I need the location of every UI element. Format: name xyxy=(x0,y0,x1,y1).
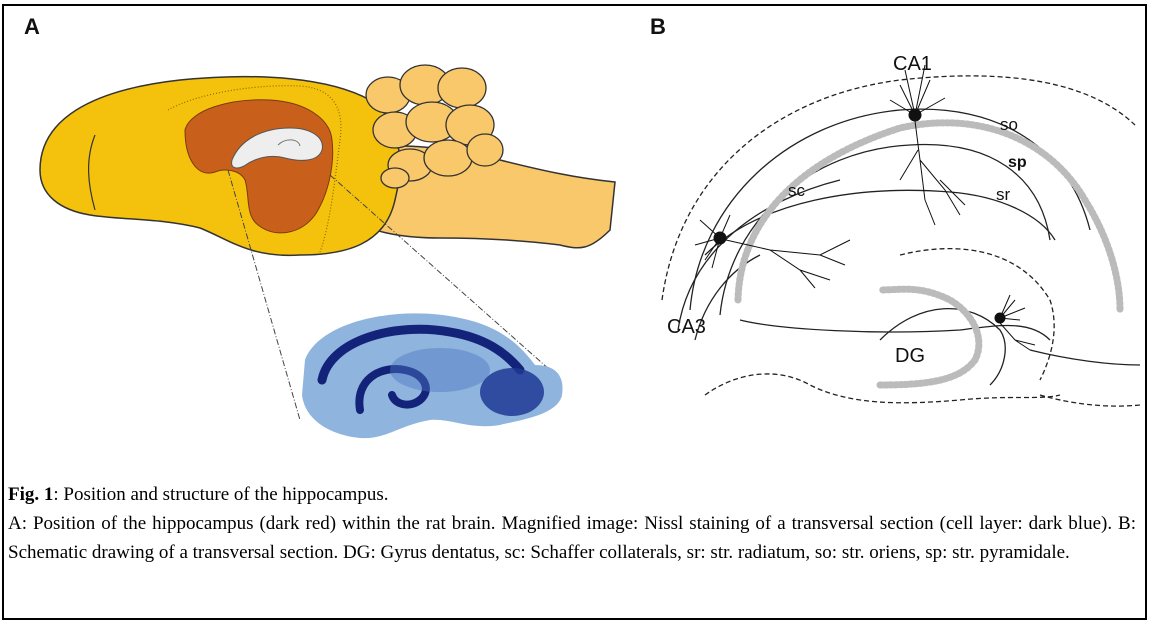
caption-fig-label: Fig. 1 xyxy=(8,484,53,505)
neuron-dg xyxy=(995,295,1035,350)
nissl-dark-region xyxy=(480,368,544,416)
caption-title: : Position and structure of the hippocam… xyxy=(53,484,388,505)
label-ca1: CA1 xyxy=(893,53,932,75)
pyramidal-layer-band xyxy=(738,123,1120,310)
label-sp: sp xyxy=(1008,154,1027,171)
label-sr: sr xyxy=(996,185,1011,204)
label-dg: DG xyxy=(895,345,925,367)
figure-caption: Fig. 1: Position and structure of the hi… xyxy=(8,480,1136,567)
perforant-path xyxy=(1030,350,1140,365)
bottom-right-dashed xyxy=(1040,395,1140,406)
caption-body: A: Position of the hippocampus (dark red… xyxy=(8,509,1136,567)
label-ca3: CA3 xyxy=(667,316,706,338)
label-so: so xyxy=(1000,115,1018,134)
granule-layer-band xyxy=(880,289,979,385)
nissl-section-image xyxy=(302,313,563,438)
label-sc: sc xyxy=(788,181,806,200)
stratum-oriens-line xyxy=(690,109,1090,310)
nissl-speckle xyxy=(390,348,490,392)
caption-title-line: Fig. 1: Position and structure of the hi… xyxy=(8,480,1136,509)
pyramidal-cell-layer xyxy=(738,123,1120,385)
neuron-ca3 xyxy=(695,215,850,288)
